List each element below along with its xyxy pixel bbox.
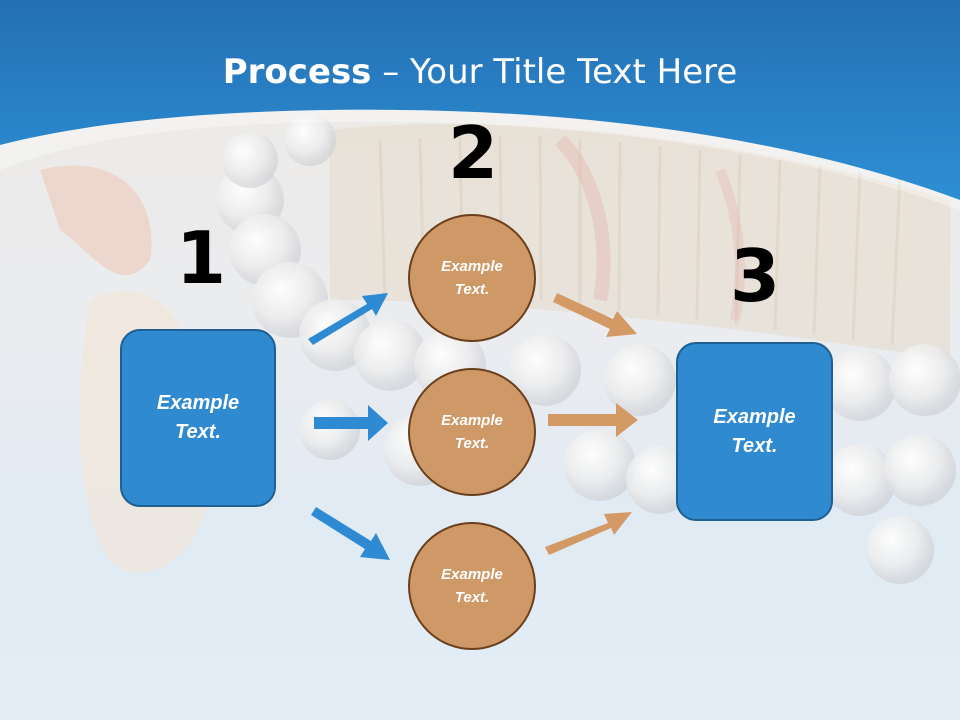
circle-top[interactable]: Example Text. bbox=[408, 214, 536, 342]
right-box-text: Example Text. bbox=[713, 405, 796, 457]
circle-bottom-text: Example Text. bbox=[441, 566, 503, 606]
arrow-to-bottom-circle bbox=[311, 507, 390, 560]
arrow-to-top-circle bbox=[308, 293, 388, 345]
arrow-from-bottom-circle bbox=[545, 512, 632, 555]
circle-middle-text: Example Text. bbox=[441, 412, 503, 452]
arrow-from-top-circle bbox=[553, 293, 637, 337]
blue-arrows bbox=[308, 293, 390, 560]
circle-bottom[interactable]: Example Text. bbox=[408, 522, 536, 650]
arrow-to-mid-circle bbox=[314, 405, 388, 441]
right-box[interactable]: Example Text. bbox=[676, 342, 833, 521]
circle-middle[interactable]: Example Text. bbox=[408, 368, 536, 496]
title-rest: – Your Title Text Here bbox=[371, 52, 738, 92]
slide-title: Process – Your Title Text Here bbox=[0, 52, 960, 92]
tan-arrows bbox=[545, 293, 638, 555]
arrow-from-mid-circle bbox=[548, 403, 638, 437]
left-box[interactable]: Example Text. bbox=[120, 329, 276, 507]
step-number-2: 2 bbox=[448, 111, 499, 195]
step-number-1: 1 bbox=[176, 216, 227, 300]
circle-top-text: Example Text. bbox=[441, 258, 503, 298]
left-box-text: Example Text. bbox=[156, 392, 240, 443]
step-number-3: 3 bbox=[730, 234, 781, 318]
title-bold: Process bbox=[222, 52, 372, 92]
